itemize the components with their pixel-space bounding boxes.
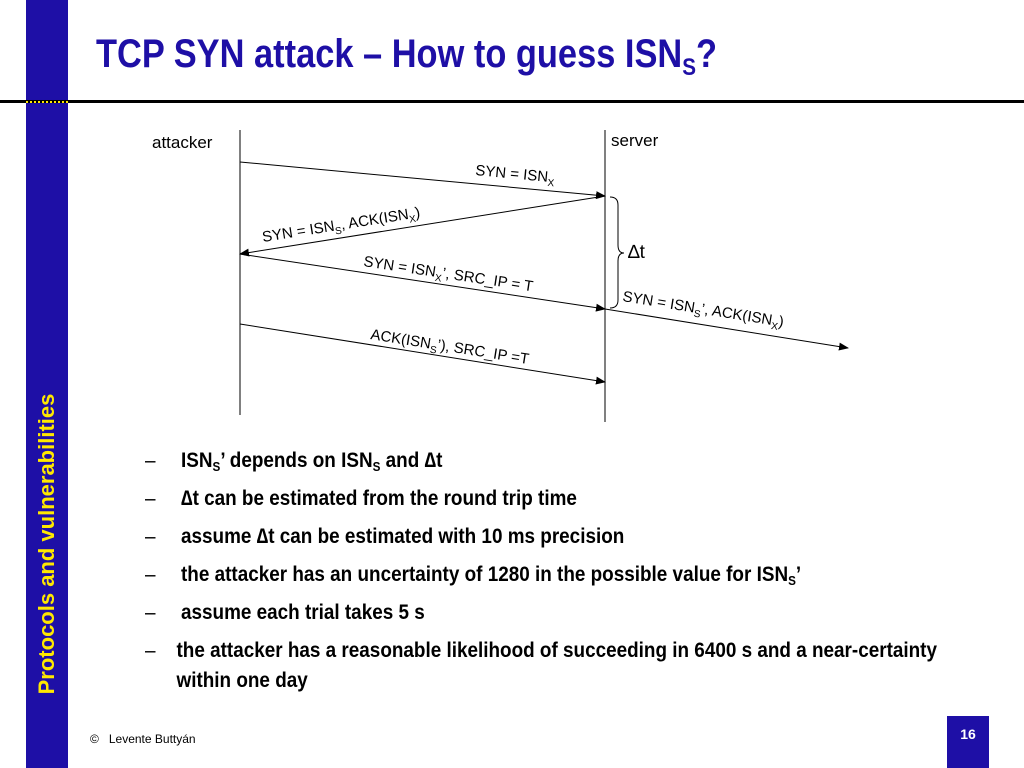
bullet-item: –ISNS’ depends on ISNS and ∆t [145,446,901,484]
bullet-item: –assume ∆t can be estimated with 10 ms p… [145,522,901,560]
slide-title: TCP SYN attack – How to guess ISNS? [96,32,718,80]
message-label: SYN = ISNX’, SRC_IP = T [362,253,534,298]
bullet-dash: – [145,525,156,548]
page-number-box: 16 [947,716,989,768]
bullet-dash: – [145,487,156,510]
attacker-label: attacker [152,133,213,152]
bullet-item: –∆t can be estimated from the round trip… [145,484,901,522]
delta-label: ∆t [628,242,646,263]
arrow-server-reply [604,308,849,351]
bullet-list: –ISNS’ depends on ISNS and ∆t –∆t can be… [145,446,985,696]
page-number: 16 [960,726,976,742]
bullet-dash: – [145,639,156,662]
sidebar-band [26,0,68,768]
message-label: SYN = ISNS’, ACK(ISNX) [621,288,785,334]
title-main: TCP SYN attack – How to guess ISN [96,32,683,76]
server-label: server [611,131,659,150]
arrow-spoofed-syn [239,253,606,312]
bullet-dash: – [145,601,156,624]
message-label: SYN = ISNX [474,162,555,189]
title-tail: ? [696,32,718,76]
copyright-symbol: © [90,732,99,746]
bullet-dash: – [145,563,156,586]
bullet-item: –the attacker has an uncertainty of 1280… [145,560,901,598]
message-label: SYN = ISNS, ACK(ISNX) [261,204,422,249]
delta-brace [609,196,625,309]
arrow-syn [239,161,606,200]
bullet-dash: – [145,449,156,472]
bullet-item: –the attacker has a reasonable likelihoo… [145,636,960,696]
bullet-item: –assume each trial takes 5 s [145,598,901,636]
footer: © Levente Buttyán [90,732,196,746]
title-rule [0,100,1024,103]
arrow-syn-ack [239,195,606,257]
arrow-spoofed-ack [239,323,606,385]
dotted-accent [26,101,68,103]
footer-author: Levente Buttyán [108,732,196,746]
sequence-diagram: attacker server SYN = ISNX SYN = ISNS, A… [152,130,849,422]
title-subscript: S [682,54,697,81]
